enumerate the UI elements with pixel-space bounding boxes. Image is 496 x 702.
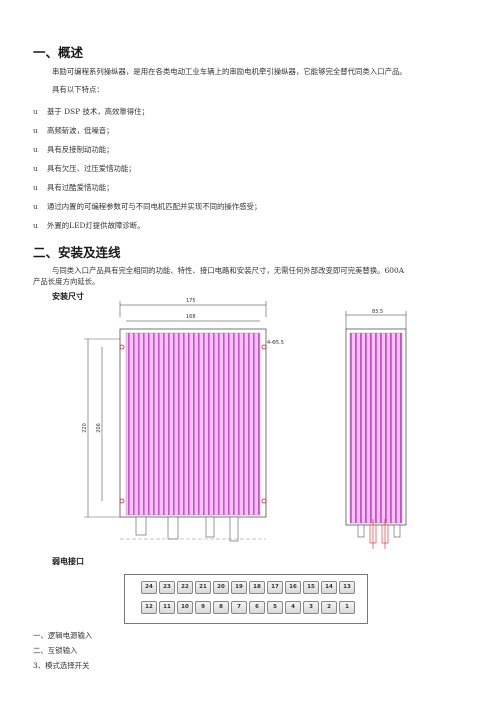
pin-6: 6 <box>249 601 265 614</box>
pin-14: 14 <box>321 581 337 594</box>
pin-17: 17 <box>267 581 283 594</box>
pin-8: 8 <box>213 601 229 614</box>
pin-4: 4 <box>285 601 301 614</box>
pin-23: 23 <box>159 581 175 594</box>
pin-12: 12 <box>141 601 157 614</box>
bullet: u <box>33 107 38 116</box>
pin-16: 16 <box>285 581 301 594</box>
features-lead: 具有以下特点： <box>52 85 104 94</box>
pin-18: 18 <box>249 581 265 594</box>
bullet: u <box>33 202 38 211</box>
pin-15: 15 <box>303 581 319 594</box>
side-view-drawing <box>345 311 407 549</box>
connector-title: 弱电接口 <box>52 557 84 566</box>
dim-top-inner: 168 <box>186 314 196 320</box>
dim-hole: 4-Φ5.5 <box>267 340 284 346</box>
pin-desc-1: 一、逻辑电源输入 <box>33 631 93 640</box>
pin-7: 7 <box>231 601 247 614</box>
pin-3: 3 <box>303 601 319 614</box>
pin-13: 13 <box>339 581 355 594</box>
bullet: u <box>33 221 38 230</box>
section-title-install: 二、安装及连线 <box>33 245 121 260</box>
pin-21: 21 <box>195 581 211 594</box>
pin-desc-3: 3、模式选择开关 <box>33 661 90 670</box>
pin-desc-2: 二、互锁输入 <box>33 646 78 655</box>
pin-5: 5 <box>267 601 283 614</box>
overview-intro: 串励可编程系列操纵器，是用在各类电动工业车辆上的串励电机牵引操纵器，它能够完全替… <box>52 67 407 76</box>
pin-9: 9 <box>195 601 211 614</box>
bullet: u <box>33 183 38 192</box>
dim-top-outer: 175 <box>186 298 196 304</box>
dim-left-inner: 206 <box>95 423 102 433</box>
dim-side-width: 83.5 <box>372 309 384 315</box>
bullet: u <box>33 126 38 135</box>
signal-connector: 24 23 22 21 20 19 18 17 16 15 14 13 12 1… <box>124 574 368 624</box>
section-title-overview: 一、概述 <box>33 45 84 60</box>
pin-10: 10 <box>177 601 193 614</box>
pin-22: 22 <box>177 581 193 594</box>
pin-19: 19 <box>231 581 247 594</box>
bullet: u <box>33 145 38 154</box>
pin-1: 1 <box>339 601 355 614</box>
mount-dimension-title: 安装尺寸 <box>52 292 84 301</box>
dim-left-outer: 220 <box>81 423 88 433</box>
pin-2: 2 <box>321 601 337 614</box>
pin-24: 24 <box>141 581 157 594</box>
front-view-drawing <box>84 301 267 542</box>
bullet: u <box>33 164 38 173</box>
pin-20: 20 <box>213 581 229 594</box>
install-intro-line1: 与同类入口产品具有完全相同的功能、特性、接口电路和安装尺寸，无需任何外部改变即可… <box>52 266 405 275</box>
pin-11: 11 <box>159 601 175 614</box>
install-intro-line2: 产品长度方向延长。 <box>33 277 100 286</box>
